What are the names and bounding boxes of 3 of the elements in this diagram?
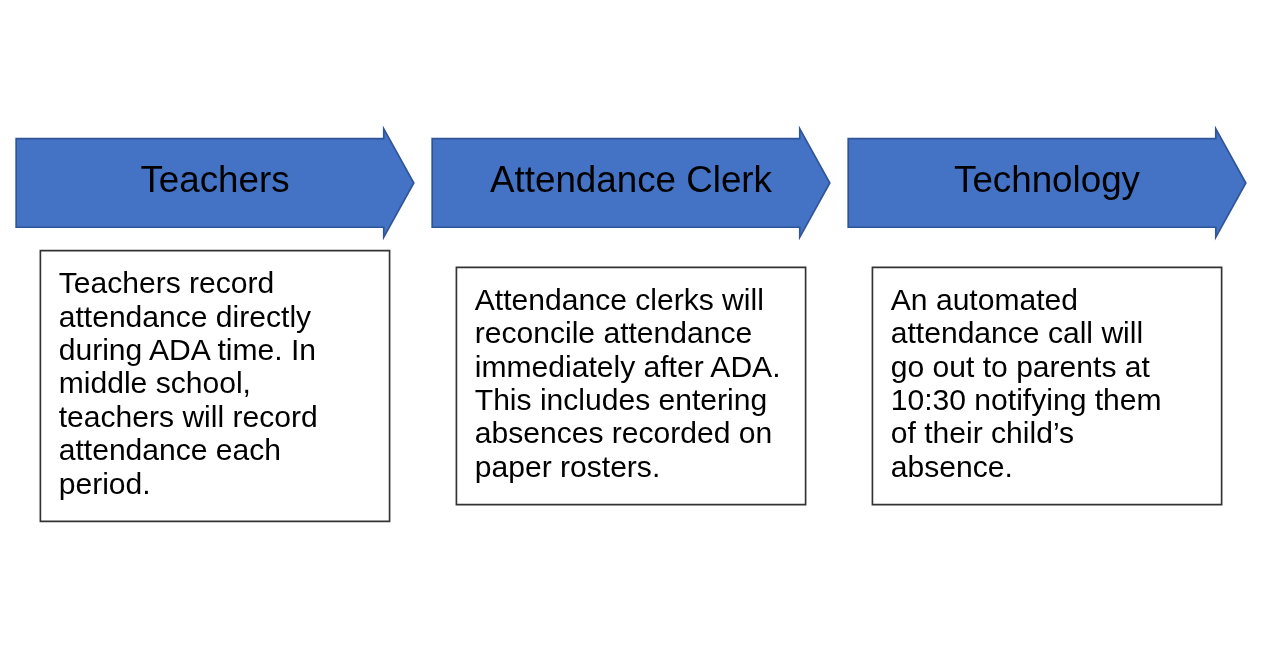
node-box: Attendance clerks will reconcile attendance immediately after ADA. This includes entering absences recorded on paper rosters.	[455, 266, 807, 506]
node-box: Teachers record attendance directly during ADA time. In middle school, teachers will record attendance each period.	[39, 249, 391, 523]
node-box: An automated attendance call will go out to parents at 10:30 notifying them of their child’s absence.	[871, 266, 1223, 506]
